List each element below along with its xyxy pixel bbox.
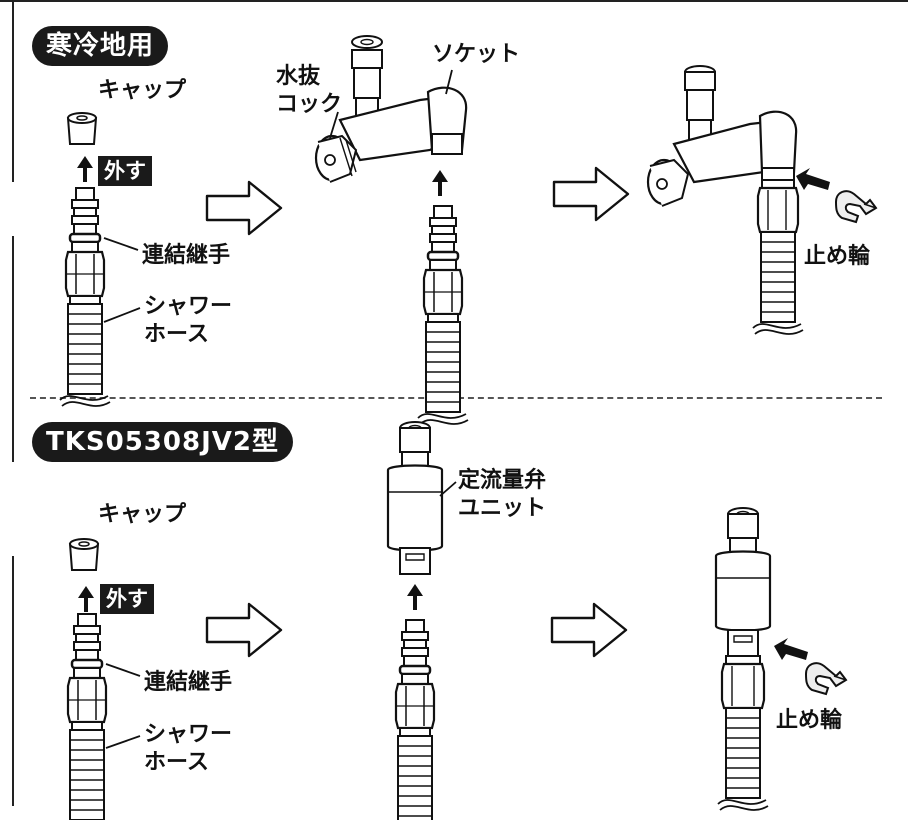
shower-hose-icon [59, 303, 111, 407]
label-remove: 外す [100, 584, 154, 614]
leader-line [439, 481, 457, 497]
shower-hose-icon [752, 231, 804, 335]
leader-line [105, 735, 141, 749]
coupling-fitting-icon [394, 618, 436, 738]
step-arrow-icon [205, 602, 283, 658]
label-cap: キャップ [98, 502, 187, 527]
page-frame-top [0, 0, 908, 2]
up-arrow-icon [432, 170, 448, 196]
page-frame-left-bottom [12, 556, 14, 806]
label-coupling: 連結継手 [144, 670, 233, 695]
label-clip: 止め輪 [776, 708, 843, 733]
up-arrow-icon [77, 156, 93, 182]
section-title-model: TKS05308JV2型 [32, 422, 293, 462]
label-unit-line1: 定流量弁 [458, 468, 547, 493]
step-arrow-icon [205, 180, 283, 236]
coupling-fitting-icon [422, 204, 464, 324]
label-unit-line2: ユニット [458, 496, 547, 521]
label-clip: 止め輪 [804, 244, 871, 269]
up-arrow-icon [407, 584, 423, 610]
leader-line [105, 663, 141, 677]
leader-line [103, 307, 141, 323]
label-coupling: 連結継手 [142, 243, 231, 268]
shower-hose-icon [389, 735, 441, 820]
label-socket: ソケット [432, 42, 521, 67]
label-drain-line2: コック [276, 92, 343, 117]
label-hose-line1: シャワー [144, 294, 233, 319]
shower-hose-icon [417, 321, 469, 425]
label-cap: キャップ [98, 78, 187, 103]
step-arrow-icon [550, 602, 628, 658]
cap-icon [67, 112, 97, 145]
label-remove: 外す [98, 156, 152, 186]
insert-arrow-icon [774, 638, 808, 660]
assembled-drain-cock-icon [646, 65, 800, 234]
page-frame-left-top [12, 0, 14, 182]
leader-line [103, 237, 139, 251]
coupling-fitting-icon [64, 186, 106, 306]
flow-valve-unit-icon [386, 421, 444, 575]
label-hose-line2: ホース [144, 750, 209, 775]
section-title-cold-region: 寒冷地用 [32, 26, 169, 66]
insert-arrow-icon [796, 168, 830, 190]
coupling-fitting-icon [66, 612, 108, 732]
step-arrow-icon [552, 166, 630, 222]
assembled-flow-unit-icon [714, 507, 772, 710]
leader-line [329, 111, 339, 139]
cap-icon [69, 538, 99, 571]
page-frame-left-mid [12, 236, 14, 462]
up-arrow-icon [78, 586, 94, 612]
shower-hose-icon [717, 707, 769, 811]
label-hose-line1: シャワー [144, 722, 233, 747]
shower-hose-icon [61, 729, 113, 820]
drain-cock-assembly-icon [314, 35, 468, 183]
clip-icon [805, 662, 847, 695]
leader-line [445, 69, 453, 95]
label-hose-line2: ホース [144, 322, 209, 347]
label-drain-line1: 水抜 [276, 64, 321, 89]
clip-icon [835, 190, 877, 223]
